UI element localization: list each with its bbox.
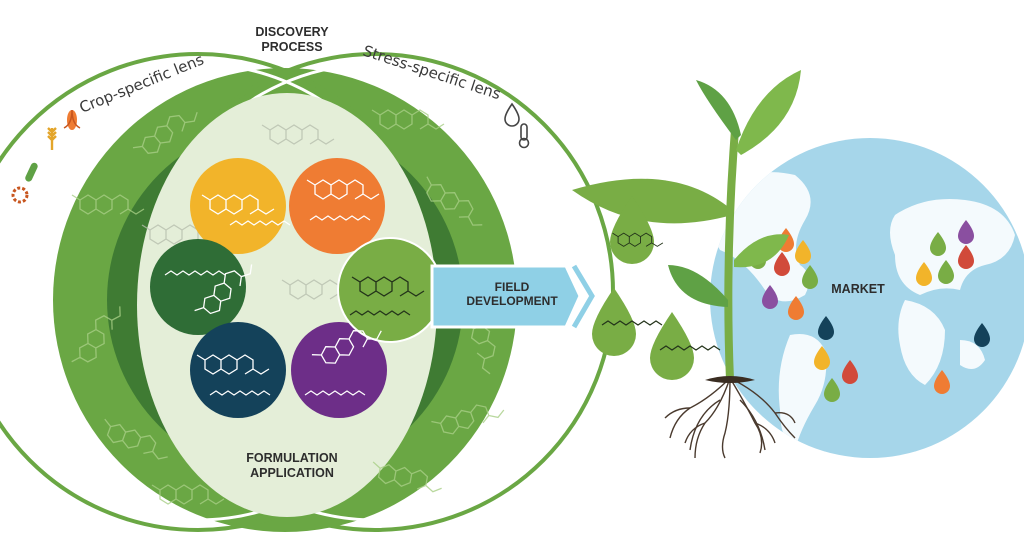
market-pin	[814, 346, 830, 370]
market-pins	[750, 220, 990, 402]
market-pin	[824, 378, 840, 402]
market-pin	[788, 296, 804, 320]
market-pin	[762, 285, 778, 309]
formulation-label-line2: APPLICATION	[250, 466, 334, 480]
market-pin	[934, 370, 950, 394]
circle-yellow	[190, 158, 286, 254]
corn-icon	[63, 109, 81, 130]
market-pin	[774, 252, 790, 276]
market-pin	[958, 245, 974, 269]
water-drop-icon	[504, 102, 520, 127]
market-label: MARKET	[831, 282, 885, 296]
market-pin	[916, 262, 932, 286]
formula-drops	[592, 196, 721, 380]
circle-lime	[337, 237, 443, 343]
plant-roots	[664, 377, 796, 459]
market-pin	[974, 323, 990, 347]
circle-forest	[150, 239, 246, 335]
crop-ring-icon	[11, 186, 29, 204]
thermometer-icon	[518, 123, 530, 149]
discovery-label-line1: DISCOVERY	[255, 25, 329, 39]
soil-mound	[705, 376, 755, 383]
globe: MARKET	[710, 138, 1024, 458]
market-pin	[795, 240, 811, 264]
plant	[572, 70, 801, 381]
market-pin	[842, 360, 858, 384]
seed-pod-icon	[25, 162, 38, 182]
market-pin	[938, 260, 954, 284]
field-label-line2: DEVELOPMENT	[466, 294, 558, 308]
field-label-line1: FIELD	[495, 280, 530, 294]
discovery-label-line2: PROCESS	[261, 40, 322, 54]
market-pin	[958, 220, 974, 244]
formulation-label-line1: FORMULATION	[246, 451, 337, 465]
wheat-icon	[47, 127, 57, 150]
circle-navy	[190, 322, 286, 418]
market-pin	[930, 232, 946, 256]
circle-orange	[289, 158, 385, 254]
field-development-arrow: FIELD DEVELOPMENT	[430, 264, 595, 329]
market-pin	[818, 316, 834, 340]
market-pin	[802, 265, 818, 289]
